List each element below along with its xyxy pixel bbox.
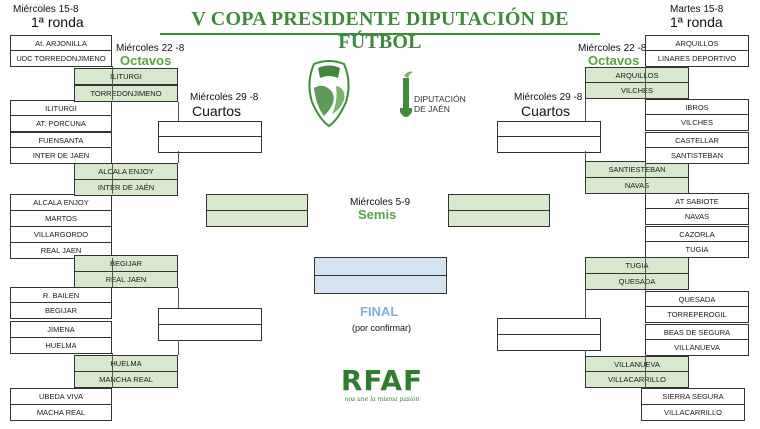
left-oct-m4-team1: HUELMA xyxy=(74,355,178,372)
right-r1-m4-team2: NAVAS xyxy=(645,208,749,225)
title-underline xyxy=(160,33,600,35)
left-semi-slot2 xyxy=(206,210,308,227)
right-cuartos-date: Miércoles 29 -8 xyxy=(514,92,583,103)
final-note: (por confirmar) xyxy=(352,323,412,333)
right-r1-m8-team1: SIERRA SEGURA xyxy=(641,388,745,405)
right-cuartos-m1-slot2 xyxy=(497,136,601,153)
right-oct-m3-team1: TUGIA xyxy=(585,257,689,274)
left-round1-date: Miércoles 15-8 xyxy=(13,4,79,15)
left-oct-m1-team2: TORREDONJIMENO xyxy=(74,85,178,102)
right-r1-m8-team2: VILLACARRILLO xyxy=(641,404,745,421)
left-octavos-name: Octavos xyxy=(120,53,172,68)
left-r1-m5-team2: REAL JAEN xyxy=(10,242,112,259)
left-oct-m2-team1: ALCALA ENJOY xyxy=(74,163,178,180)
left-r1-m8-team1: UBEDA VIVA xyxy=(10,388,112,405)
left-r1-m5-team1: VILLARGORDO xyxy=(10,226,112,243)
right-cuartos-m2-slot2 xyxy=(497,334,601,351)
left-r1-m7-team2: HUELMA xyxy=(10,337,112,354)
right-oct-m3-team2: QUESADA xyxy=(585,273,689,290)
page-title: V COPA PRESIDENTE DIPUTACIÓN DE FÚTBOL xyxy=(191,8,569,53)
right-oct-m4-team2: VILLACARRILLO xyxy=(585,371,689,388)
rfaf-logo: RFAF xyxy=(340,364,424,397)
left-oct-m3-team2: REAL JAEN xyxy=(74,271,178,288)
semis-name: Semis xyxy=(358,207,397,222)
left-cuartos-name: Cuartos xyxy=(192,103,242,119)
right-r1-m1-team2: LINARES DEPORTIVO xyxy=(645,50,749,67)
right-oct-m2-team2: NAVAS xyxy=(585,177,689,194)
semis-date: Miércoles 5-9 xyxy=(350,197,411,208)
left-cuartos-date: Miércoles 29 -8 xyxy=(190,92,259,103)
left-cuartos-m2-slot1 xyxy=(158,308,262,325)
left-oct-m1-team1: ILITURGI xyxy=(74,68,178,85)
left-r1-m8-team2: MACHA REAL xyxy=(10,404,112,421)
final-slot2 xyxy=(314,275,447,294)
right-round1-name: 1ª ronda xyxy=(670,14,723,30)
right-cuartos-m2-slot1 xyxy=(497,318,601,335)
left-r1-m3-team2: INTER DE JAEN xyxy=(10,147,112,164)
left-oct-m3-team1: BEGIJAR xyxy=(74,255,178,272)
left-r1-m4-team2: MARTOS xyxy=(10,210,112,227)
left-octavos-date: Miércoles 22 -8 xyxy=(116,43,185,54)
left-cuartos-m2-slot2 xyxy=(158,324,262,341)
diputacion-logo: DIPUTACIÓN DE JAÉN xyxy=(414,94,466,114)
right-semi-slot1 xyxy=(448,194,550,211)
left-oct-m2-team2: INTER DE JAÉN xyxy=(74,179,178,196)
right-round1-date: Martes 15-8 xyxy=(670,4,724,15)
final-slot1 xyxy=(314,257,447,276)
right-oct-m1-team2: VILCHES xyxy=(585,82,689,99)
diputacion-line2: DE JAÉN xyxy=(414,104,450,114)
left-r1-m4-team1: ALCALA ENJOY xyxy=(10,194,112,211)
diputacion-emblem-icon xyxy=(400,71,413,117)
right-r1-m5-team2: TUGIA xyxy=(645,241,749,258)
right-r1-m7-team2: VILLANUEVA xyxy=(645,339,749,356)
left-semi-slot1 xyxy=(206,194,308,211)
final-name: FINAL xyxy=(360,304,399,319)
right-r1-m6-team2: TORREPEROGIL xyxy=(645,306,749,323)
left-round1-name: 1ª ronda xyxy=(31,14,84,30)
left-r1-m6-team2: BEGIJAR xyxy=(10,302,112,319)
right-octavos-date: Miércoles 22 -8 xyxy=(578,43,647,54)
left-oct-m4-team2: MANCHA REAL xyxy=(74,371,178,388)
left-cuartos-m1-slot2 xyxy=(158,136,262,153)
right-r1-m2-team2: VILCHES xyxy=(645,114,749,131)
right-cuartos-name: Cuartos xyxy=(521,103,571,119)
left-r1-m1-team2: UDC TORREDONJIMENO xyxy=(10,50,112,67)
left-r1-m2-team2: AT. PORCUNA xyxy=(10,115,112,132)
right-r1-m3-team2: SANTISTEBAN xyxy=(645,147,749,164)
diputacion-line1: DIPUTACIÓN xyxy=(414,94,466,104)
right-octavos-name: Octavos xyxy=(588,53,640,68)
right-semi-slot2 xyxy=(448,210,550,227)
rfaf-tagline: nos une la misma pasión xyxy=(344,396,420,403)
left-r1-m7-team1: JIMENA xyxy=(10,321,112,338)
rfaf-crest-icon xyxy=(308,60,350,128)
